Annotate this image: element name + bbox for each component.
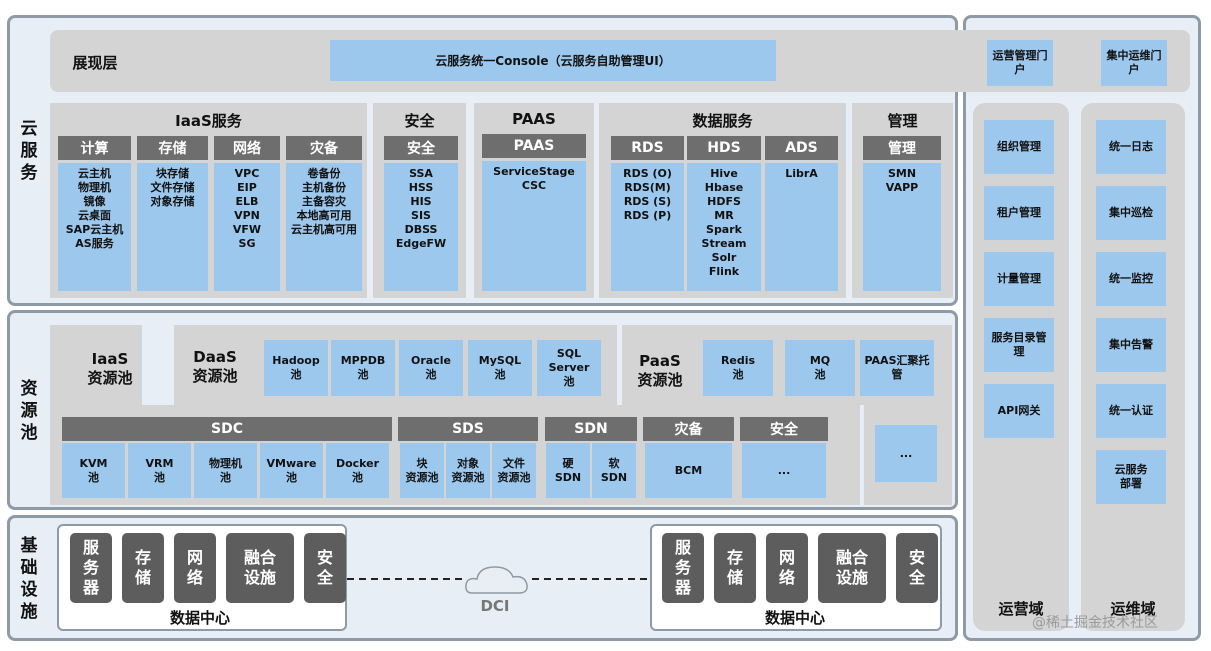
security-title: 安全 (404, 112, 435, 130)
watermark: @稀土掘金技术社区 (1032, 615, 1158, 631)
dci-connection (347, 566, 650, 594)
pool-group-header: 安全 (740, 417, 828, 441)
datacenter-component: 融合 设施 (818, 533, 886, 603)
daas-pool-title: DaaS 资源池 (192, 348, 238, 385)
ops-domain-item[interactable]: API网关 (984, 384, 1054, 438)
iaas-pool-title: IaaS 资源池 (87, 350, 133, 387)
maint-domain-label: 运维域 (1110, 600, 1156, 618)
pool-group-item[interactable]: 对象 资源池 (446, 443, 490, 498)
paas-title: PAAS (512, 110, 556, 128)
daas-pool-item[interactable]: MPPDB 池 (331, 340, 395, 396)
pool-group-item[interactable]: VMware 池 (260, 443, 323, 498)
iaas-col-items: VPC EIP ELB VPN VFW SG (214, 163, 280, 291)
pool-group-header: SDC (62, 417, 392, 441)
iaas-col-items: 卷备份 主机备份 主备容灾 本地高可用 云主机高可用 (286, 163, 362, 291)
datacenter-left-label: 数据中心 (169, 609, 230, 627)
iaas-services-title: IaaS服务 (175, 112, 242, 130)
iaas-col-items: 云主机 物理机 镜像 云桌面 SAP云主机 AS服务 (58, 163, 131, 291)
data-col-items: LibrA (765, 163, 838, 291)
pool-group-header: SDN (545, 417, 637, 441)
pool-group-header: 灾备 (643, 417, 734, 441)
iaas-col-items: 块存储 文件存储 对象存储 (137, 163, 208, 291)
paas-pool-item[interactable]: MQ 池 (785, 340, 855, 396)
dci-label: DCI (480, 597, 510, 615)
security-items: SSA HSS HIS SIS DBSS EdgeFW (384, 163, 458, 291)
maint-domain-item[interactable]: 统一监控 (1096, 252, 1166, 306)
ops-domain-item[interactable]: 租户管理 (984, 186, 1054, 240)
datacenter-component: 存 储 (122, 533, 164, 603)
iaas-col-header: 网络 (214, 136, 280, 160)
ops-domain-label: 运营域 (998, 600, 1044, 618)
infrastructure-label: 基 础 设 施 (20, 536, 38, 622)
paas-pool-more: ... (875, 425, 937, 482)
datacenter-component: 融合 设施 (226, 533, 294, 603)
pool-group-item[interactable]: 块 资源池 (400, 443, 444, 498)
ops-domain-item[interactable]: 服务目录管 理 (984, 318, 1054, 372)
pool-group-item[interactable]: 物理机 池 (194, 443, 257, 498)
data-services-title: 数据服务 (692, 112, 753, 130)
console-box[interactable]: 云服务统一Console（云服务自助管理UI） (330, 40, 776, 81)
data-col-header: RDS (611, 136, 684, 160)
pool-group-item[interactable]: VRM 池 (128, 443, 191, 498)
paas-header: PAAS (482, 134, 586, 158)
pool-group-item[interactable]: Docker 池 (326, 443, 389, 498)
data-col-items: RDS (O) RDS(M) RDS (S) RDS (P) (611, 163, 684, 291)
ops-domain-item[interactable]: 计量管理 (984, 252, 1054, 306)
mgmt-items: SMN VAPP (863, 163, 941, 291)
datacenter-component: 存 储 (714, 533, 756, 603)
daas-pool-item[interactable]: Hadoop 池 (264, 340, 328, 396)
maint-domain-item[interactable]: 云服务 部署 (1096, 450, 1166, 504)
maint-domain-item[interactable]: 统一日志 (1096, 120, 1166, 174)
mgmt-title: 管理 (887, 112, 918, 130)
pool-group-item[interactable]: ... (742, 443, 826, 498)
data-col-header: ADS (765, 136, 838, 160)
pool-group-header: SDS (398, 417, 538, 441)
paas-pool-item[interactable]: PAAS汇聚托 管 (860, 340, 934, 396)
maint-domain-item[interactable]: 集中告警 (1096, 318, 1166, 372)
data-col-header: HDS (687, 136, 761, 160)
maint-portal-box[interactable]: 集中运维门 户 (1101, 40, 1167, 86)
pool-group-item[interactable]: 文件 资源池 (492, 443, 536, 498)
pool-group-item[interactable]: 软 SDN (592, 443, 636, 498)
datacenter-component: 网 络 (174, 533, 216, 603)
pool-group-item[interactable]: KVM 池 (62, 443, 125, 498)
datacenter-component: 服 务 器 (70, 533, 112, 603)
daas-pool-item[interactable]: SQL Server 池 (537, 340, 601, 396)
paas-items: ServiceStage CSC (482, 161, 586, 291)
data-col-items: Hive Hbase HDFS MR Spark Stream Solr Fli… (687, 163, 761, 291)
ops-domain-item[interactable]: 组织管理 (984, 120, 1054, 174)
maint-domain-item[interactable]: 集中巡检 (1096, 186, 1166, 240)
security-header: 安全 (384, 136, 458, 160)
paas-pool-title: PaaS 资源池 (637, 352, 683, 389)
maint-domain-item[interactable]: 统一认证 (1096, 384, 1166, 438)
datacenter-component: 安 全 (896, 533, 938, 603)
cloud-services-label: 云 服 务 (20, 119, 38, 183)
datacenter-right-label: 数据中心 (764, 609, 825, 627)
pool-group-item[interactable]: BCM (645, 443, 732, 498)
paas-pool-item[interactable]: Redis 池 (703, 340, 773, 396)
presentation-label: 展现层 (72, 54, 118, 72)
datacenter-component: 服 务 器 (662, 533, 704, 603)
ops-portal-box[interactable]: 运营管理门 户 (987, 40, 1053, 86)
iaas-col-header: 计算 (58, 136, 131, 160)
cloud-icon (465, 566, 528, 594)
datacenter-component: 安 全 (304, 533, 346, 603)
daas-pool-item[interactable]: Oracle 池 (399, 340, 463, 396)
daas-pool-item[interactable]: MySQL 池 (468, 340, 532, 396)
datacenter-component: 网 络 (766, 533, 808, 603)
iaas-col-header: 灾备 (286, 136, 362, 160)
iaas-pool-panel (50, 325, 142, 415)
pool-group-item[interactable]: 硬 SDN (546, 443, 590, 498)
iaas-col-header: 存储 (137, 136, 208, 160)
mgmt-header: 管理 (863, 136, 941, 160)
resource-pool-label: 资 源 池 (20, 379, 38, 443)
